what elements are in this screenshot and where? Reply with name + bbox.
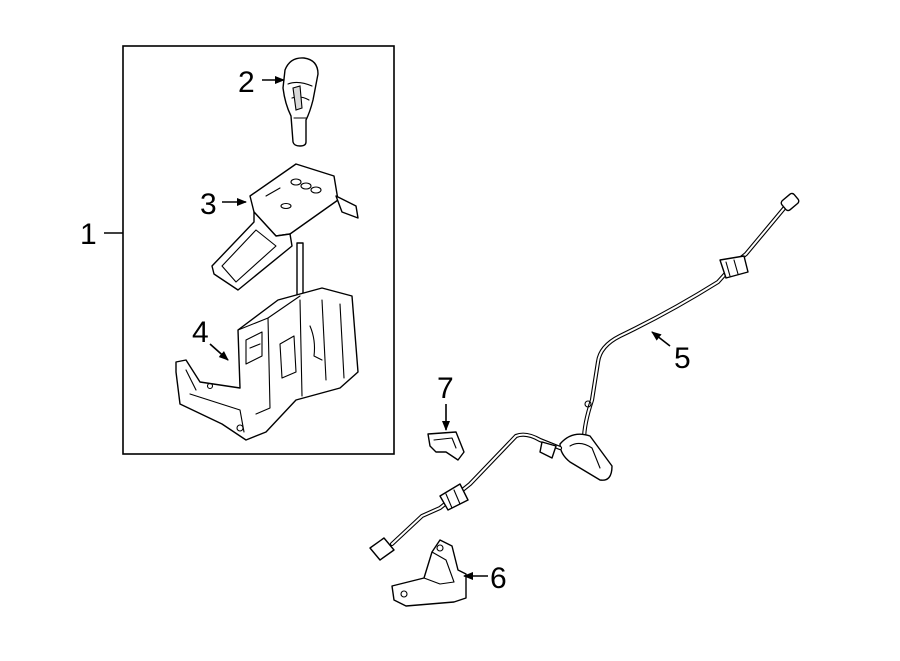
callout-3: 3 (200, 188, 217, 221)
shift-control-cable (369, 192, 800, 561)
callout-5: 5 (674, 342, 691, 375)
callout-2: 2 (238, 66, 255, 99)
shifter-assembly-frame (104, 45, 395, 455)
leader-5 (651, 331, 671, 347)
callout-4: 4 (192, 316, 209, 349)
shifter-housing (175, 242, 359, 441)
shift-knob (282, 57, 319, 147)
cable-bracket (391, 539, 467, 607)
retaining-clip (427, 431, 465, 461)
callout-1: 1 (80, 218, 97, 251)
shift-indicator-bezel (211, 163, 359, 291)
callout-7: 7 (437, 372, 454, 405)
leader-4 (209, 343, 229, 361)
callout-6: 6 (490, 562, 507, 595)
